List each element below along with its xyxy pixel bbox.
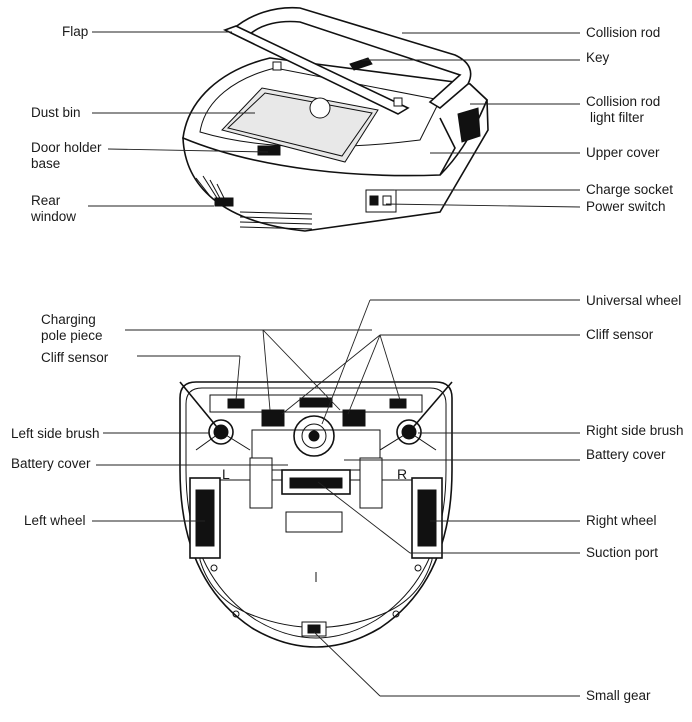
right-wheel-mark: R bbox=[397, 466, 408, 482]
universal-wheel-label: Universal wheel bbox=[586, 293, 682, 308]
bottom-view-robot-illustration bbox=[179, 381, 453, 648]
door-holder-base-shape bbox=[257, 145, 281, 156]
right-side-brush-shape bbox=[379, 381, 453, 451]
door-holder-base-line-1: Door holder bbox=[31, 140, 102, 155]
left-side-brush-label: Left side brush bbox=[11, 426, 100, 441]
right-wheel-label: Right wheel bbox=[586, 513, 657, 528]
charge-socket-label: Charge socket bbox=[586, 182, 674, 197]
battery-cover-right-label: Battery cover bbox=[586, 447, 666, 462]
flap-shape bbox=[222, 25, 410, 115]
charging-pole-right-shape bbox=[342, 409, 366, 427]
flap-label: Flap bbox=[62, 24, 89, 39]
rear-window-label: Rear window bbox=[31, 193, 76, 225]
collision-rod-light-filter-shape bbox=[457, 107, 481, 143]
charging-pole-piece-line-2: pole piece bbox=[41, 328, 103, 343]
cliff-sensor-left-shape bbox=[227, 398, 245, 409]
upper-cover-label: Upper cover bbox=[586, 145, 660, 160]
universal-wheel-shape bbox=[293, 415, 335, 457]
charging-pole-piece-line-1: Charging bbox=[41, 312, 96, 327]
rear-window-line-2: window bbox=[31, 209, 77, 224]
dust-bin-label: Dust bin bbox=[31, 105, 81, 120]
collision-rod-shape bbox=[230, 6, 472, 109]
collision-rod-light-filter-label: Collision rod light filter bbox=[586, 94, 660, 126]
left-wheel-shape bbox=[189, 477, 221, 559]
rear-window-shape bbox=[214, 197, 234, 207]
door-holder-base-line-2: base bbox=[31, 156, 61, 171]
door-holder-base-label: Door holder base bbox=[31, 140, 102, 172]
left-wheel-label: Left wheel bbox=[24, 513, 86, 528]
cliff-sensor-right-label: Cliff sensor bbox=[586, 327, 654, 342]
collision-rod-light-filter-line-2: light filter bbox=[590, 110, 645, 125]
left-side-brush-shape bbox=[179, 381, 251, 451]
key-label: Key bbox=[586, 50, 610, 65]
leader-lines bbox=[88, 31, 581, 697]
charging-pole-piece-label: Charging pole piece bbox=[41, 312, 103, 344]
right-wheel-shape bbox=[411, 477, 443, 559]
right-side-brush-label: Right side brush bbox=[586, 423, 684, 438]
charging-pole-left-shape bbox=[261, 409, 285, 427]
battery-cover-left-label: Battery cover bbox=[11, 456, 91, 471]
cliff-sensor-right-shape bbox=[389, 398, 407, 409]
left-wheel-mark: L bbox=[222, 466, 230, 482]
top-view-robot-illustration bbox=[182, 6, 489, 232]
collision-rod-label: Collision rod bbox=[586, 25, 661, 40]
collision-rod-light-filter-line-1: Collision rod bbox=[586, 94, 661, 109]
rear-window-line-1: Rear bbox=[31, 193, 61, 208]
small-gear-label: Small gear bbox=[586, 688, 651, 703]
power-switch-label: Power switch bbox=[586, 199, 666, 214]
cliff-sensor-left-label: Cliff sensor bbox=[41, 350, 109, 365]
suction-port-label: Suction port bbox=[586, 545, 659, 560]
